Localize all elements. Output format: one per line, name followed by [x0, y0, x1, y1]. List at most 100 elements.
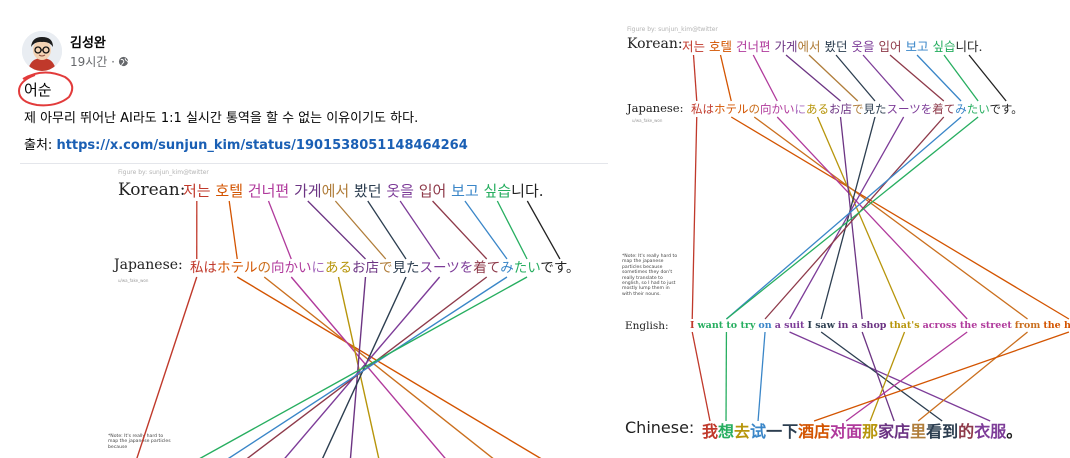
korean-token: 옷을 — [386, 182, 414, 200]
avatar[interactable] — [22, 31, 62, 71]
alignment-line — [367, 200, 407, 260]
red-circle-annotation — [17, 71, 74, 107]
alignment-line — [432, 200, 488, 260]
alignment-line — [290, 276, 446, 458]
alignment-line — [726, 116, 979, 320]
alignment-line — [753, 116, 1028, 320]
post-meta: 19시간 · — [70, 53, 129, 70]
japanese-label: Japanese: — [114, 257, 183, 273]
english-token: from — [1014, 320, 1041, 331]
korean-token: 에서 — [797, 39, 821, 54]
alignment-line — [808, 54, 859, 102]
chinese-token: 。 — [1006, 422, 1023, 441]
korean-token: 보고 — [905, 39, 929, 54]
korean-token: 호텔 — [215, 182, 243, 200]
japanese-sentence: 私はホテルの向かいにあるお店で見たスーツを着てみたいです。 — [190, 256, 580, 276]
korean-token: 옷을 — [851, 39, 875, 54]
japanese-token: 私 — [190, 260, 204, 276]
japanese-token: の — [257, 260, 272, 276]
chinese-token: 一下 — [766, 422, 799, 441]
chinese-token: 的 — [958, 422, 975, 441]
korean-label: Korean: — [118, 180, 186, 200]
japanese-token: 見た — [392, 260, 420, 276]
alignment-line — [845, 331, 968, 422]
alignment-line — [267, 200, 292, 260]
japanese-token: に — [311, 260, 326, 276]
english-token: want to try — [697, 320, 756, 331]
author-name[interactable]: 김성완 — [70, 36, 106, 51]
avatar-illustration — [22, 31, 62, 71]
korean-token: 호텔 — [709, 39, 733, 54]
post-time[interactable]: 19시간 · — [70, 55, 115, 69]
alignment-line — [307, 200, 366, 260]
alignment-line — [968, 54, 1007, 102]
japanese-token: は — [203, 260, 218, 276]
alignment-line — [526, 200, 561, 260]
chinese-token: 看到 — [926, 422, 959, 441]
chinese-token: 我 — [702, 422, 719, 441]
chinese-token: 酒店 — [798, 422, 831, 441]
chinese-token: 衣服 — [974, 422, 1007, 441]
alignment-line — [889, 54, 945, 102]
japanese-token: は — [702, 102, 715, 116]
korean-token: 보고 — [451, 182, 479, 200]
english-token: I — [690, 320, 695, 331]
japanese-token: ホテル — [217, 260, 258, 276]
post-figure-image[interactable]: Figure by: sunjun_kim@twitter Korean: 저는… — [20, 164, 608, 458]
source-link[interactable]: https://x.com/sunjun_kim/status/19015380… — [56, 138, 468, 153]
alignment-line — [719, 54, 732, 102]
korean-token: 건너편 — [247, 182, 290, 200]
japanese-token: の — [748, 102, 761, 116]
alignment-line — [199, 276, 528, 458]
japanese-token: 向かい — [760, 102, 795, 116]
english-token: on — [758, 320, 772, 331]
japanese-token: で — [379, 260, 393, 276]
post-highlight-word: 어순 — [24, 81, 52, 99]
english-token: I saw — [807, 320, 835, 331]
chinese-token: 对面 — [830, 422, 863, 441]
alignment-line — [816, 116, 906, 320]
alignment-line — [917, 331, 1028, 422]
korean-token: 싶습 — [932, 39, 956, 54]
japanese-token: み — [955, 102, 967, 116]
korean-token: 가게 — [774, 39, 798, 54]
korean-token: 저는 — [682, 39, 706, 54]
alignment-line — [337, 276, 380, 458]
japanese-token: み — [500, 260, 514, 276]
chinese-token: 家店 — [878, 422, 911, 441]
japanese-token: 向かい — [271, 260, 312, 276]
chinese-sentence: 我想去试一下酒店对面那家店里看到的衣服。 — [702, 418, 1022, 442]
korean-sentence-right: 저는 호텔 건너편 가게에서 봤던 옷을 입어 보고 싶습니다. — [682, 36, 983, 55]
japanese-token: ホテル — [714, 102, 749, 116]
figure-handle-right: u/wa_fake_won — [632, 118, 663, 123]
alignment-line — [789, 331, 991, 422]
japanese-token: を — [920, 102, 933, 116]
post-divider — [20, 163, 608, 164]
figure-credit: Figure by: sunjun_kim@twitter — [118, 169, 209, 176]
figure-note: *Note: It's really hard to map the japan… — [108, 434, 171, 450]
alignment-line — [764, 116, 945, 320]
japanese-token: ある — [325, 260, 352, 276]
alignment-line — [691, 116, 698, 320]
korean-token: 저는 — [183, 182, 211, 200]
japanese-token: 着て — [473, 260, 501, 276]
japanese-token: お店 — [829, 102, 852, 116]
japanese-token: を — [459, 260, 474, 276]
alignment-line — [835, 54, 876, 102]
alignment-line — [464, 200, 508, 260]
alignment-line — [916, 54, 962, 102]
japanese-token: スーツ — [886, 102, 921, 116]
chinese-token: 那 — [862, 422, 879, 441]
alignment-line — [263, 276, 494, 458]
korean-token: 입어 — [418, 182, 447, 200]
alignment-line — [813, 331, 1070, 422]
english-label: English: — [625, 320, 669, 332]
english-token: the hotel. — [1043, 320, 1070, 331]
word-order-figure: Figure by: sunjun_kim@twitter Korean: 저는… — [620, 0, 1070, 458]
alignment-line — [776, 116, 968, 320]
english-sentence: I want to try on a suit I saw in a shop … — [690, 320, 1070, 331]
alignment-line — [726, 116, 962, 320]
alignment-line — [691, 331, 711, 422]
chinese-token: 想 — [718, 422, 735, 441]
alignment-line — [943, 54, 979, 102]
